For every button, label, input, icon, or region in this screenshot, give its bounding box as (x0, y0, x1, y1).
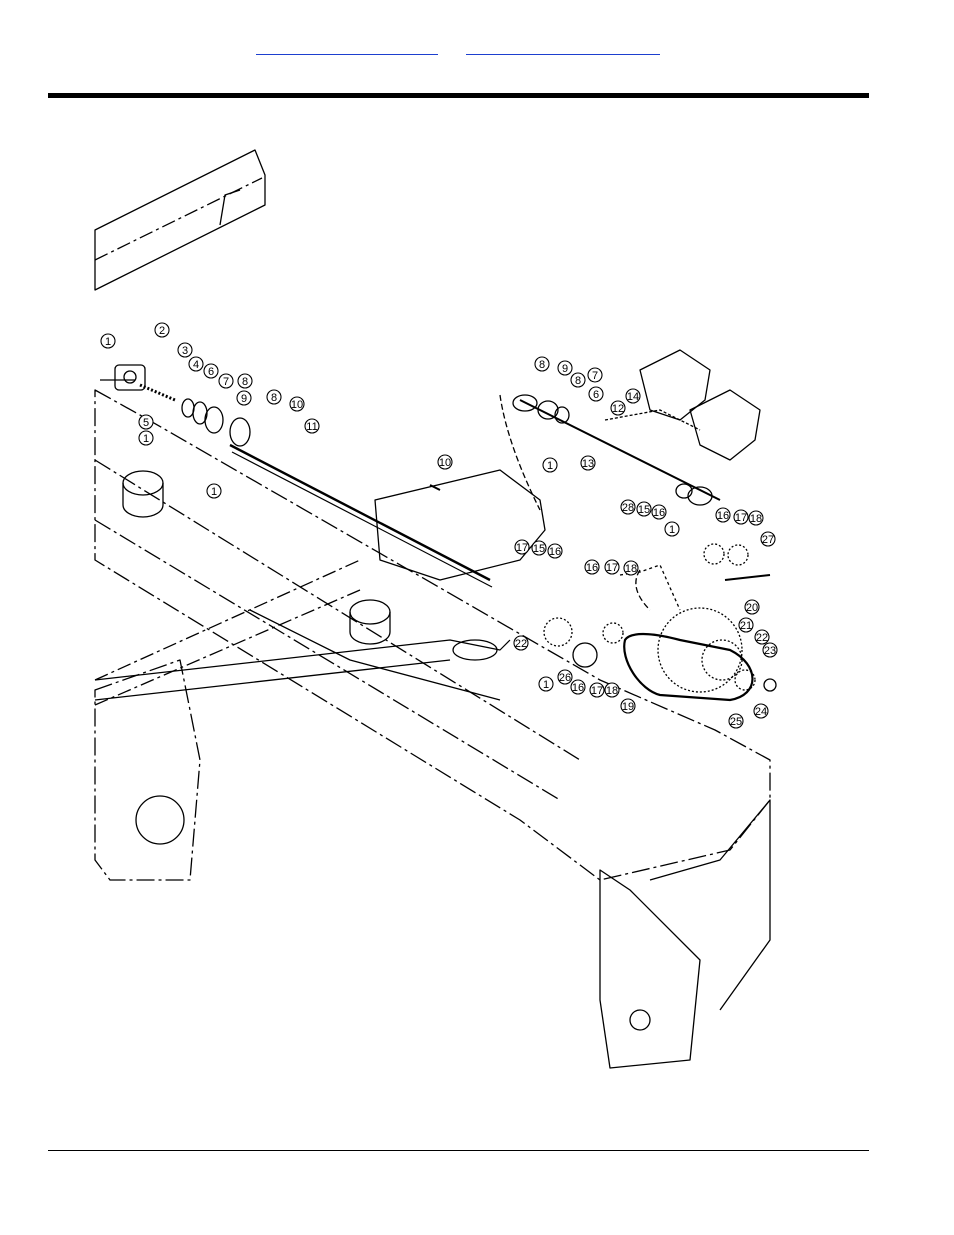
callout: 15 (638, 504, 650, 516)
callout: 24 (755, 706, 767, 718)
callout-balloons (101, 323, 777, 728)
callout: 20 (746, 602, 758, 614)
header-link-right[interactable] (466, 38, 660, 55)
callout: 18 (625, 563, 637, 575)
callout: 10 (439, 457, 451, 469)
callout: 16 (549, 546, 561, 558)
callout: 7 (223, 376, 229, 388)
callout: 1 (669, 524, 675, 536)
callout: 17 (606, 562, 618, 574)
callout: 8 (271, 392, 277, 404)
callout: 8 (539, 359, 545, 371)
upper-frame-rail (95, 150, 265, 290)
callout: 23 (764, 645, 776, 657)
callout: 17 (516, 542, 528, 554)
callout: 1 (143, 433, 149, 445)
callout: 16 (572, 682, 584, 694)
parts-diagram: 1 2 3 4 6 7 8 9 8 10 11 5 1 1 10 8 9 8 7… (92, 130, 792, 1090)
callout: 16 (717, 510, 729, 522)
callout: 22 (756, 632, 768, 644)
callout: 8 (575, 375, 581, 387)
callout: 11 (306, 421, 317, 433)
callout: 16 (653, 507, 665, 519)
header-rule (48, 93, 869, 98)
sprocket-22-left (544, 618, 572, 646)
callout: 18 (750, 513, 762, 525)
callout: 28 (622, 502, 634, 514)
callout: 9 (241, 393, 247, 405)
callout: 6 (593, 389, 599, 401)
callout: 1 (547, 460, 553, 472)
callout: 26 (559, 672, 571, 684)
callout: 4 (193, 359, 199, 371)
callout: 18 (606, 685, 618, 697)
callout: 5 (143, 417, 149, 429)
callout: 14 (627, 391, 639, 403)
callout: 1 (211, 486, 217, 498)
callout: 17 (591, 685, 603, 697)
callout: 9 (562, 363, 568, 375)
callout: 3 (182, 345, 188, 357)
callout: 8 (242, 376, 248, 388)
gearbox (640, 350, 710, 420)
callout: 17 (735, 512, 747, 524)
callout: 12 (612, 403, 624, 415)
callout: 1 (543, 679, 549, 691)
callout: 21 (740, 620, 752, 632)
callout: 16 (586, 562, 598, 574)
callout: 1 (105, 336, 111, 348)
callout: 7 (592, 370, 598, 382)
footer-rule (48, 1150, 869, 1151)
callout: 2 (159, 325, 165, 337)
header-link-left[interactable] (256, 38, 438, 55)
callout: 6 (208, 366, 214, 378)
callout: 25 (730, 716, 742, 728)
callout: 27 (762, 534, 774, 546)
end-plate (600, 870, 700, 1068)
callout: 22 (515, 638, 527, 650)
callout: 10 (291, 399, 303, 411)
callout: 19 (622, 701, 634, 713)
callout: 15 (533, 543, 545, 555)
callout: 13 (582, 458, 594, 470)
